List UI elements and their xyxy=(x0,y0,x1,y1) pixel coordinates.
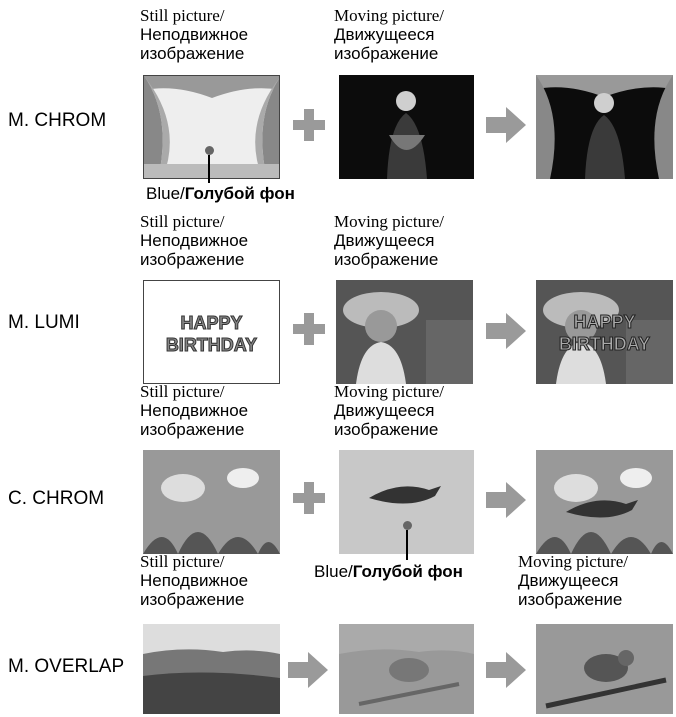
arrow-icon xyxy=(486,313,526,349)
fish-graphic xyxy=(143,450,280,554)
blue-background-label: Blue/Голубой фон xyxy=(146,184,295,204)
blue-label-en: Blue/ xyxy=(146,184,185,203)
moving-caption-en: Moving picture/ xyxy=(334,212,445,231)
overlap-transition-image xyxy=(339,624,474,714)
moving-caption: Moving picture/ Движущееся изображение xyxy=(334,6,444,63)
result-lumi-image: HAPPY BIRTHDAY xyxy=(536,280,673,384)
still-caption: Still picture/ Неподвижное изображение xyxy=(140,382,248,439)
still-caption-ru2: изображение xyxy=(140,250,245,269)
plus-icon xyxy=(293,313,325,345)
result-birthday-text: BIRTHDAY xyxy=(558,334,651,355)
arrow-icon xyxy=(288,652,328,688)
happy-text: HAPPY xyxy=(180,313,243,334)
blue-label-ru: Голубой фон xyxy=(352,562,463,581)
row-label-m-overlap: M. OVERLAP xyxy=(8,656,125,677)
plus-icon xyxy=(293,109,325,141)
girl-moving-image xyxy=(336,280,473,384)
birthday-text: BIRTHDAY xyxy=(165,335,258,356)
result-cchrom-image xyxy=(536,450,673,554)
row-label-c-chrom: C. CHROM xyxy=(8,488,105,509)
singer-graphic xyxy=(339,75,474,179)
moving-caption: Moving picture/ Движущееся изображение xyxy=(518,552,628,609)
arrow-icon xyxy=(486,482,526,518)
overlap-transition-graphic xyxy=(339,624,474,714)
singer-moving-image xyxy=(339,75,474,179)
bird-moving-image xyxy=(536,624,673,714)
moving-caption-ru1: Движущееся xyxy=(334,25,435,44)
happy-birthday-still-image: HAPPY BIRTHDAY xyxy=(143,280,280,384)
still-caption-ru1: Неподвижное xyxy=(140,401,249,420)
moving-caption-ru1: Движущееся xyxy=(334,231,435,250)
curtain-still-image xyxy=(143,75,280,179)
moving-caption-ru2: изображение xyxy=(334,44,439,63)
result-happy-text: HAPPY xyxy=(573,312,636,333)
blue-label-ru: Голубой фон xyxy=(184,184,295,203)
result-cchrom-graphic xyxy=(536,450,673,554)
moving-caption-ru1: Движущееся xyxy=(518,571,619,590)
still-caption-ru1: Неподвижное xyxy=(140,571,249,590)
blue-label-en: Blue/ xyxy=(314,562,353,581)
arrow-icon xyxy=(486,107,526,143)
blue-pointer-dot xyxy=(205,146,214,155)
still-caption-ru1: Неподвижное xyxy=(140,25,249,44)
landscape-graphic xyxy=(143,624,280,714)
still-caption-ru2: изображение xyxy=(140,590,245,609)
row-label-m-chrom: M. CHROM xyxy=(8,110,107,131)
result-chrom-graphic xyxy=(536,75,673,179)
arrow-icon xyxy=(486,652,526,688)
girl-graphic xyxy=(336,280,473,384)
landscape-still-image xyxy=(143,624,280,714)
moving-caption-en: Moving picture/ xyxy=(334,6,445,25)
still-caption-ru2: изображение xyxy=(140,420,245,439)
result-lumi-graphic xyxy=(536,280,673,384)
blue-background-label: Blue/Голубой фон xyxy=(314,562,463,582)
moving-caption-ru2: изображение xyxy=(334,420,439,439)
moving-caption-ru1: Движущееся xyxy=(334,401,435,420)
result-chrom-image xyxy=(536,75,673,179)
still-caption-en: Still picture/ xyxy=(140,382,225,401)
still-caption-en: Still picture/ xyxy=(140,212,225,231)
blue-pointer-dot xyxy=(403,521,412,530)
still-caption: Still picture/ Неподвижное изображение xyxy=(140,212,248,269)
moving-caption: Moving picture/ Движущееся изображение xyxy=(334,212,444,269)
moving-caption-en: Moving picture/ xyxy=(334,382,445,401)
moving-caption: Moving picture/ Движущееся изображение xyxy=(334,382,444,439)
moving-caption-en: Moving picture/ xyxy=(518,552,629,571)
plus-icon xyxy=(293,482,325,514)
curtain-graphic xyxy=(144,76,279,178)
still-caption-en: Still picture/ xyxy=(140,6,225,25)
still-caption: Still picture/ Неподвижное изображение xyxy=(140,552,248,609)
moving-caption-ru2: изображение xyxy=(334,250,439,269)
fish-still-image xyxy=(143,450,280,554)
moving-caption-ru2: изображение xyxy=(518,590,623,609)
still-caption: Still picture/ Неподвижное изображение xyxy=(140,6,248,63)
still-caption-en: Still picture/ xyxy=(140,552,225,571)
still-caption-ru1: Неподвижное xyxy=(140,231,249,250)
row-label-m-lumi: M. LUMI xyxy=(8,312,80,333)
bird-graphic xyxy=(536,624,673,714)
still-caption-ru2: изображение xyxy=(140,44,245,63)
blue-pointer-line xyxy=(208,155,210,183)
blue-pointer-line xyxy=(406,530,408,560)
